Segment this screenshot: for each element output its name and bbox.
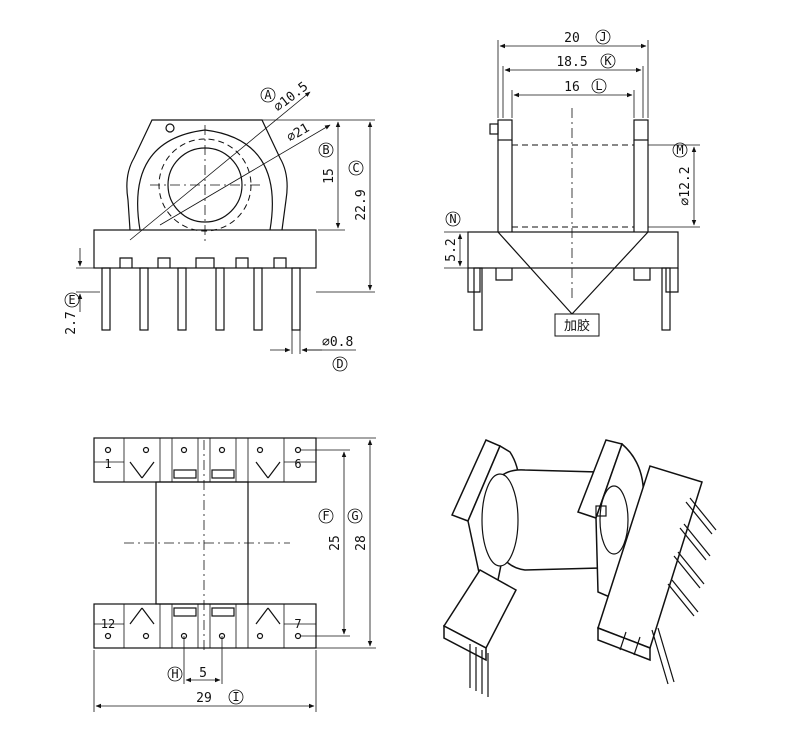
tag-A: A (264, 88, 272, 102)
tag-K: K (604, 54, 612, 68)
bottom-view: 1 6 12 7 25 F 28 G 5 H 29 I (93, 437, 376, 712)
dim-width-20: 20 (564, 31, 580, 46)
dim-pin-length: 2.7 (64, 311, 79, 334)
dim-pin-pitch: 5 (199, 666, 207, 681)
tag-C: C (352, 161, 359, 175)
locator-hole-icon (165, 123, 175, 133)
tag-D: D (336, 357, 343, 371)
glue-label: 加胶 (564, 318, 590, 334)
isometric-view (442, 439, 717, 697)
dim-width-18-5: 18.5 (556, 55, 587, 70)
tag-N: N (449, 212, 456, 226)
dim-pin-row-span: 25 (328, 535, 343, 551)
tag-B: B (322, 143, 329, 157)
dim-core-dia: ⌀12.2 (678, 166, 693, 205)
tag-M: M (676, 143, 683, 157)
tag-F: F (322, 509, 329, 523)
pin-number-1: 1 (104, 457, 111, 471)
dim-height-15: 15 (322, 168, 337, 184)
dim-pin-dia: ⌀0.8 (322, 335, 353, 350)
dim-height-22-9: 22.9 (354, 189, 369, 220)
pin-number-12: 12 (101, 617, 115, 631)
tag-G: G (351, 509, 358, 523)
pin-number-6: 6 (294, 457, 301, 471)
dim-outer-dia: ⌀21 (285, 121, 313, 146)
tag-L: L (595, 79, 602, 93)
front-pins (101, 267, 301, 331)
side-view: 加胶 20 J 18.5 K 16 L ⌀12.2 M 5.2 N (444, 29, 700, 337)
dim-hole-dia: ⌀10.5 (271, 79, 311, 115)
pin-number-7: 7 (294, 617, 301, 631)
tag-I: I (232, 690, 239, 704)
dim-overall-depth: 28 (354, 535, 369, 551)
dim-base-height: 5.2 (444, 238, 459, 261)
dim-width-16: 16 (564, 80, 580, 95)
tag-J: J (599, 30, 606, 44)
tag-E: E (68, 293, 75, 307)
tag-H: H (171, 667, 178, 681)
pin-holes (104, 446, 302, 640)
front-view: A ⌀10.5 ⌀21 B 15 22.9 C 2.7 E ⌀0.8 D (64, 79, 375, 372)
dim-overall-width: 29 (196, 691, 212, 706)
